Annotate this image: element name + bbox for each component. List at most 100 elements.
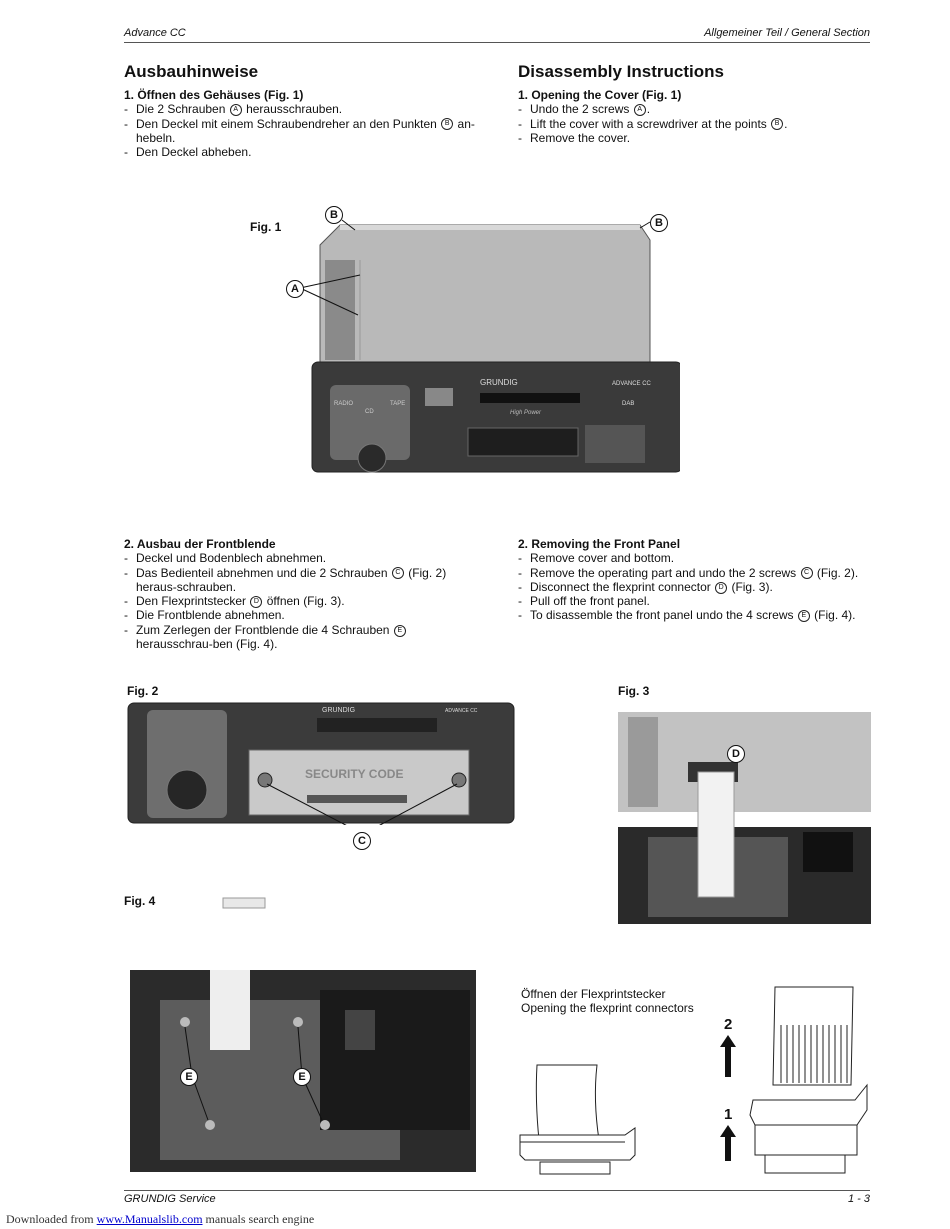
section1-en: 1. Opening the Cover (Fig. 1) Undo the 2… <box>518 88 870 145</box>
section1-en-list: Undo the 2 screws A.Lift the cover with … <box>518 102 870 145</box>
title-en: Disassembly Instructions <box>518 62 724 81</box>
fig1-callout-a: A <box>286 280 304 298</box>
download-suffix: manuals search engine <box>202 1212 315 1226</box>
reference-letter: A <box>633 104 646 117</box>
reference-letter: B <box>771 118 784 131</box>
item-text: Die 2 Schrauben <box>136 102 229 117</box>
item-text: Undo the 2 screws <box>530 102 633 117</box>
reference-letter: C <box>391 567 404 580</box>
arrow-up-2-icon <box>720 1035 736 1077</box>
reference-letter: D <box>250 596 263 609</box>
footer-page-number: 1 - 3 <box>847 1193 870 1205</box>
reference-letter: E <box>393 624 406 637</box>
list-item: Undo the 2 screws A. <box>518 102 870 117</box>
fig3-label: Fig. 3 <box>618 684 650 698</box>
list-item: Lift the cover with a screwdriver at the… <box>518 116 870 132</box>
fig1-callout-b-left: B <box>325 206 343 224</box>
item-text: (Fig. 2). <box>813 565 859 580</box>
section2-de-list: Deckel und Bodenblech abnehmen.Das Bedie… <box>124 551 479 651</box>
item-text: herausschrau-ben (Fig. 4). <box>136 637 278 652</box>
list-item: Das Bedienteil abnehmen und die 2 Schrau… <box>124 566 479 595</box>
section1-de-list: Die 2 Schrauben A herausschrauben.Den De… <box>124 102 479 159</box>
header-right: Allgemeiner Teil / General Section <box>704 27 870 39</box>
fig2-callout-c: C <box>353 832 371 850</box>
item-text: herausschrauben. <box>242 102 343 117</box>
item-text: Deckel und Bodenblech abnehmen. <box>136 551 327 566</box>
list-item: Deckel und Bodenblech abnehmen. <box>124 551 479 566</box>
reference-letter: B <box>441 118 454 131</box>
step-2-label: 2 <box>724 1016 733 1033</box>
list-item: Die Frontblende abnehmen. <box>124 608 479 623</box>
item-text: Den Deckel abheben. <box>136 145 252 160</box>
fig4-small-connector <box>222 897 266 909</box>
item-text: Die Frontblende abnehmen. <box>136 608 285 623</box>
flex-caption-de: Öffnen der Flexprintstecker <box>521 987 666 1001</box>
item-text: öffnen (Fig. 3). <box>263 594 345 609</box>
item-text: (Fig. 4). <box>810 608 856 623</box>
reference-letter: E <box>797 610 810 623</box>
list-item: Remove the operating part and undo the 2… <box>518 565 870 581</box>
footer-rule <box>124 1190 870 1191</box>
fig1-dab: DAB <box>622 401 634 407</box>
list-item: Den Deckel abheben. <box>124 145 479 160</box>
section1-de: 1. Öffnen des Gehäuses (Fig. 1) Die 2 Sc… <box>124 88 479 160</box>
reference-letter: A <box>229 104 242 117</box>
list-item: Zum Zerlegen der Frontblende die 4 Schra… <box>124 623 479 652</box>
item-text: . <box>784 116 788 131</box>
section2-en-heading: 2. Removing the Front Panel <box>518 537 681 551</box>
manualslib-link[interactable]: www.Manualslib.com <box>96 1212 203 1226</box>
fig4-callout-e-left: E <box>180 1068 198 1086</box>
item-text: Den Deckel mit einem Schraubendreher an … <box>136 116 441 131</box>
fig1-callout-b-right: B <box>650 214 668 232</box>
fig2-front-panel-photo: GRUNDIG ADVANCE CC SECURITY CODE <box>127 702 515 825</box>
fig4-callout-e-right: E <box>293 1068 311 1086</box>
section2-de: 2. Ausbau der Frontblende Deckel und Bod… <box>124 537 479 651</box>
download-note: Downloaded from www.Manualslib.com manua… <box>6 1212 314 1227</box>
fig2-label: Fig. 2 <box>127 684 159 698</box>
list-item: Remove cover and bottom. <box>518 551 870 566</box>
fig1-radio-btn: RADIO <box>334 401 353 407</box>
list-item: Den Flexprintstecker D öffnen (Fig. 3). <box>124 594 479 609</box>
fig2-security-code: SECURITY CODE <box>305 767 403 781</box>
title-de: Ausbauhinweise <box>124 62 259 81</box>
item-text: Disconnect the flexprint connector <box>530 579 715 594</box>
fig1-brand: GRUNDIG <box>480 378 518 387</box>
list-item: Remove the cover. <box>518 131 870 146</box>
item-text: (Fig. 2) heraus-schrauben. <box>136 565 447 594</box>
list-item: Disconnect the flexprint connector D (Fi… <box>518 579 870 595</box>
fig1-cd-btn: CD <box>365 409 374 415</box>
section2-en: 2. Removing the Front Panel Remove cover… <box>518 537 870 623</box>
item-text: To disassemble the front panel undo the … <box>530 608 797 623</box>
header-rule <box>124 42 870 43</box>
reference-letter: C <box>800 567 813 580</box>
fig2-model: ADVANCE CC <box>445 708 478 714</box>
list-item: To disassemble the front panel undo the … <box>518 608 870 623</box>
step-1-label: 1 <box>724 1106 733 1123</box>
footer-left: GRUNDIG Service <box>124 1193 216 1205</box>
list-item: Pull off the front panel. <box>518 594 870 609</box>
item-text: Remove the operating part and undo the 2… <box>530 565 800 580</box>
item-text: Pull off the front panel. <box>530 594 650 609</box>
fig1-tape-btn: TAPE <box>390 401 405 407</box>
flex-caption-en: Opening the flexprint connectors <box>521 1001 694 1015</box>
fig1-label: Fig. 1 <box>250 220 282 234</box>
reference-letter: D <box>715 581 728 594</box>
item-text: Remove cover and bottom. <box>530 551 675 566</box>
fig1-model: ADVANCE CC <box>612 381 652 387</box>
download-prefix: Downloaded from <box>6 1212 97 1226</box>
fig3-connector-photo <box>618 712 871 924</box>
fig2-brand: GRUNDIG <box>322 707 355 714</box>
arrow-up-1-icon <box>720 1125 736 1161</box>
fig1-high-power: High Power <box>510 410 542 416</box>
item-text: Lift the cover with a screwdriver at the… <box>530 116 771 131</box>
fig3-callout-d: D <box>727 745 745 763</box>
item-text: Das Bedienteil abnehmen und die 2 Schrau… <box>136 565 391 580</box>
item-text: Den Flexprintstecker <box>136 594 250 609</box>
section1-de-heading: 1. Öffnen des Gehäuses (Fig. 1) <box>124 88 304 102</box>
item-text: . <box>646 102 651 117</box>
item-text: Zum Zerlegen der Frontblende die 4 Schra… <box>136 622 393 637</box>
fig4-label: Fig. 4 <box>124 894 156 908</box>
item-text: (Fig. 3). <box>728 579 773 594</box>
header-left: Advance CC <box>124 27 186 39</box>
connector-closed-diagram <box>519 1064 636 1175</box>
